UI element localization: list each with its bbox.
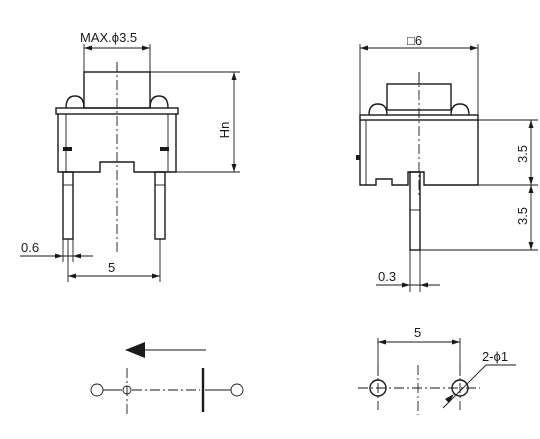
pcb-hole-callout: 2-ϕ1 bbox=[482, 349, 508, 364]
front-view: MAX.ϕ3.5 Hn 5 0.6 bbox=[20, 30, 240, 282]
side-body-dim-label: □6 bbox=[407, 33, 422, 48]
side-lead-dim-label: 3.5 bbox=[515, 207, 530, 225]
side-lead-thickness-dim-label: 0.3 bbox=[378, 269, 396, 284]
side-view: □6 3.5 3.5 0.3 bbox=[356, 33, 538, 292]
front-pitch-dim-label: 5 bbox=[108, 260, 115, 275]
actuation-arrow-head bbox=[125, 342, 145, 358]
side-lead bbox=[409, 171, 421, 251]
front-right-lead bbox=[154, 171, 166, 240]
pcb-layout: 5 2-ϕ1 bbox=[358, 325, 516, 415]
front-right-dome bbox=[149, 95, 169, 109]
side-body bbox=[359, 120, 479, 186]
front-button-dim-label: MAX.ϕ3.5 bbox=[80, 30, 137, 45]
front-left-lead bbox=[62, 171, 74, 240]
symbol-right-terminal bbox=[230, 383, 244, 397]
front-height-dim-label: Hn bbox=[217, 122, 232, 139]
symbol-left-terminal bbox=[90, 383, 104, 397]
pcb-pitch-dim-label: 5 bbox=[414, 325, 421, 340]
side-upper-dim-label: 3.5 bbox=[515, 145, 530, 163]
front-lead-width-dim-label: 0.6 bbox=[21, 240, 39, 255]
front-left-dome bbox=[65, 95, 85, 109]
switch-symbol bbox=[90, 342, 244, 414]
